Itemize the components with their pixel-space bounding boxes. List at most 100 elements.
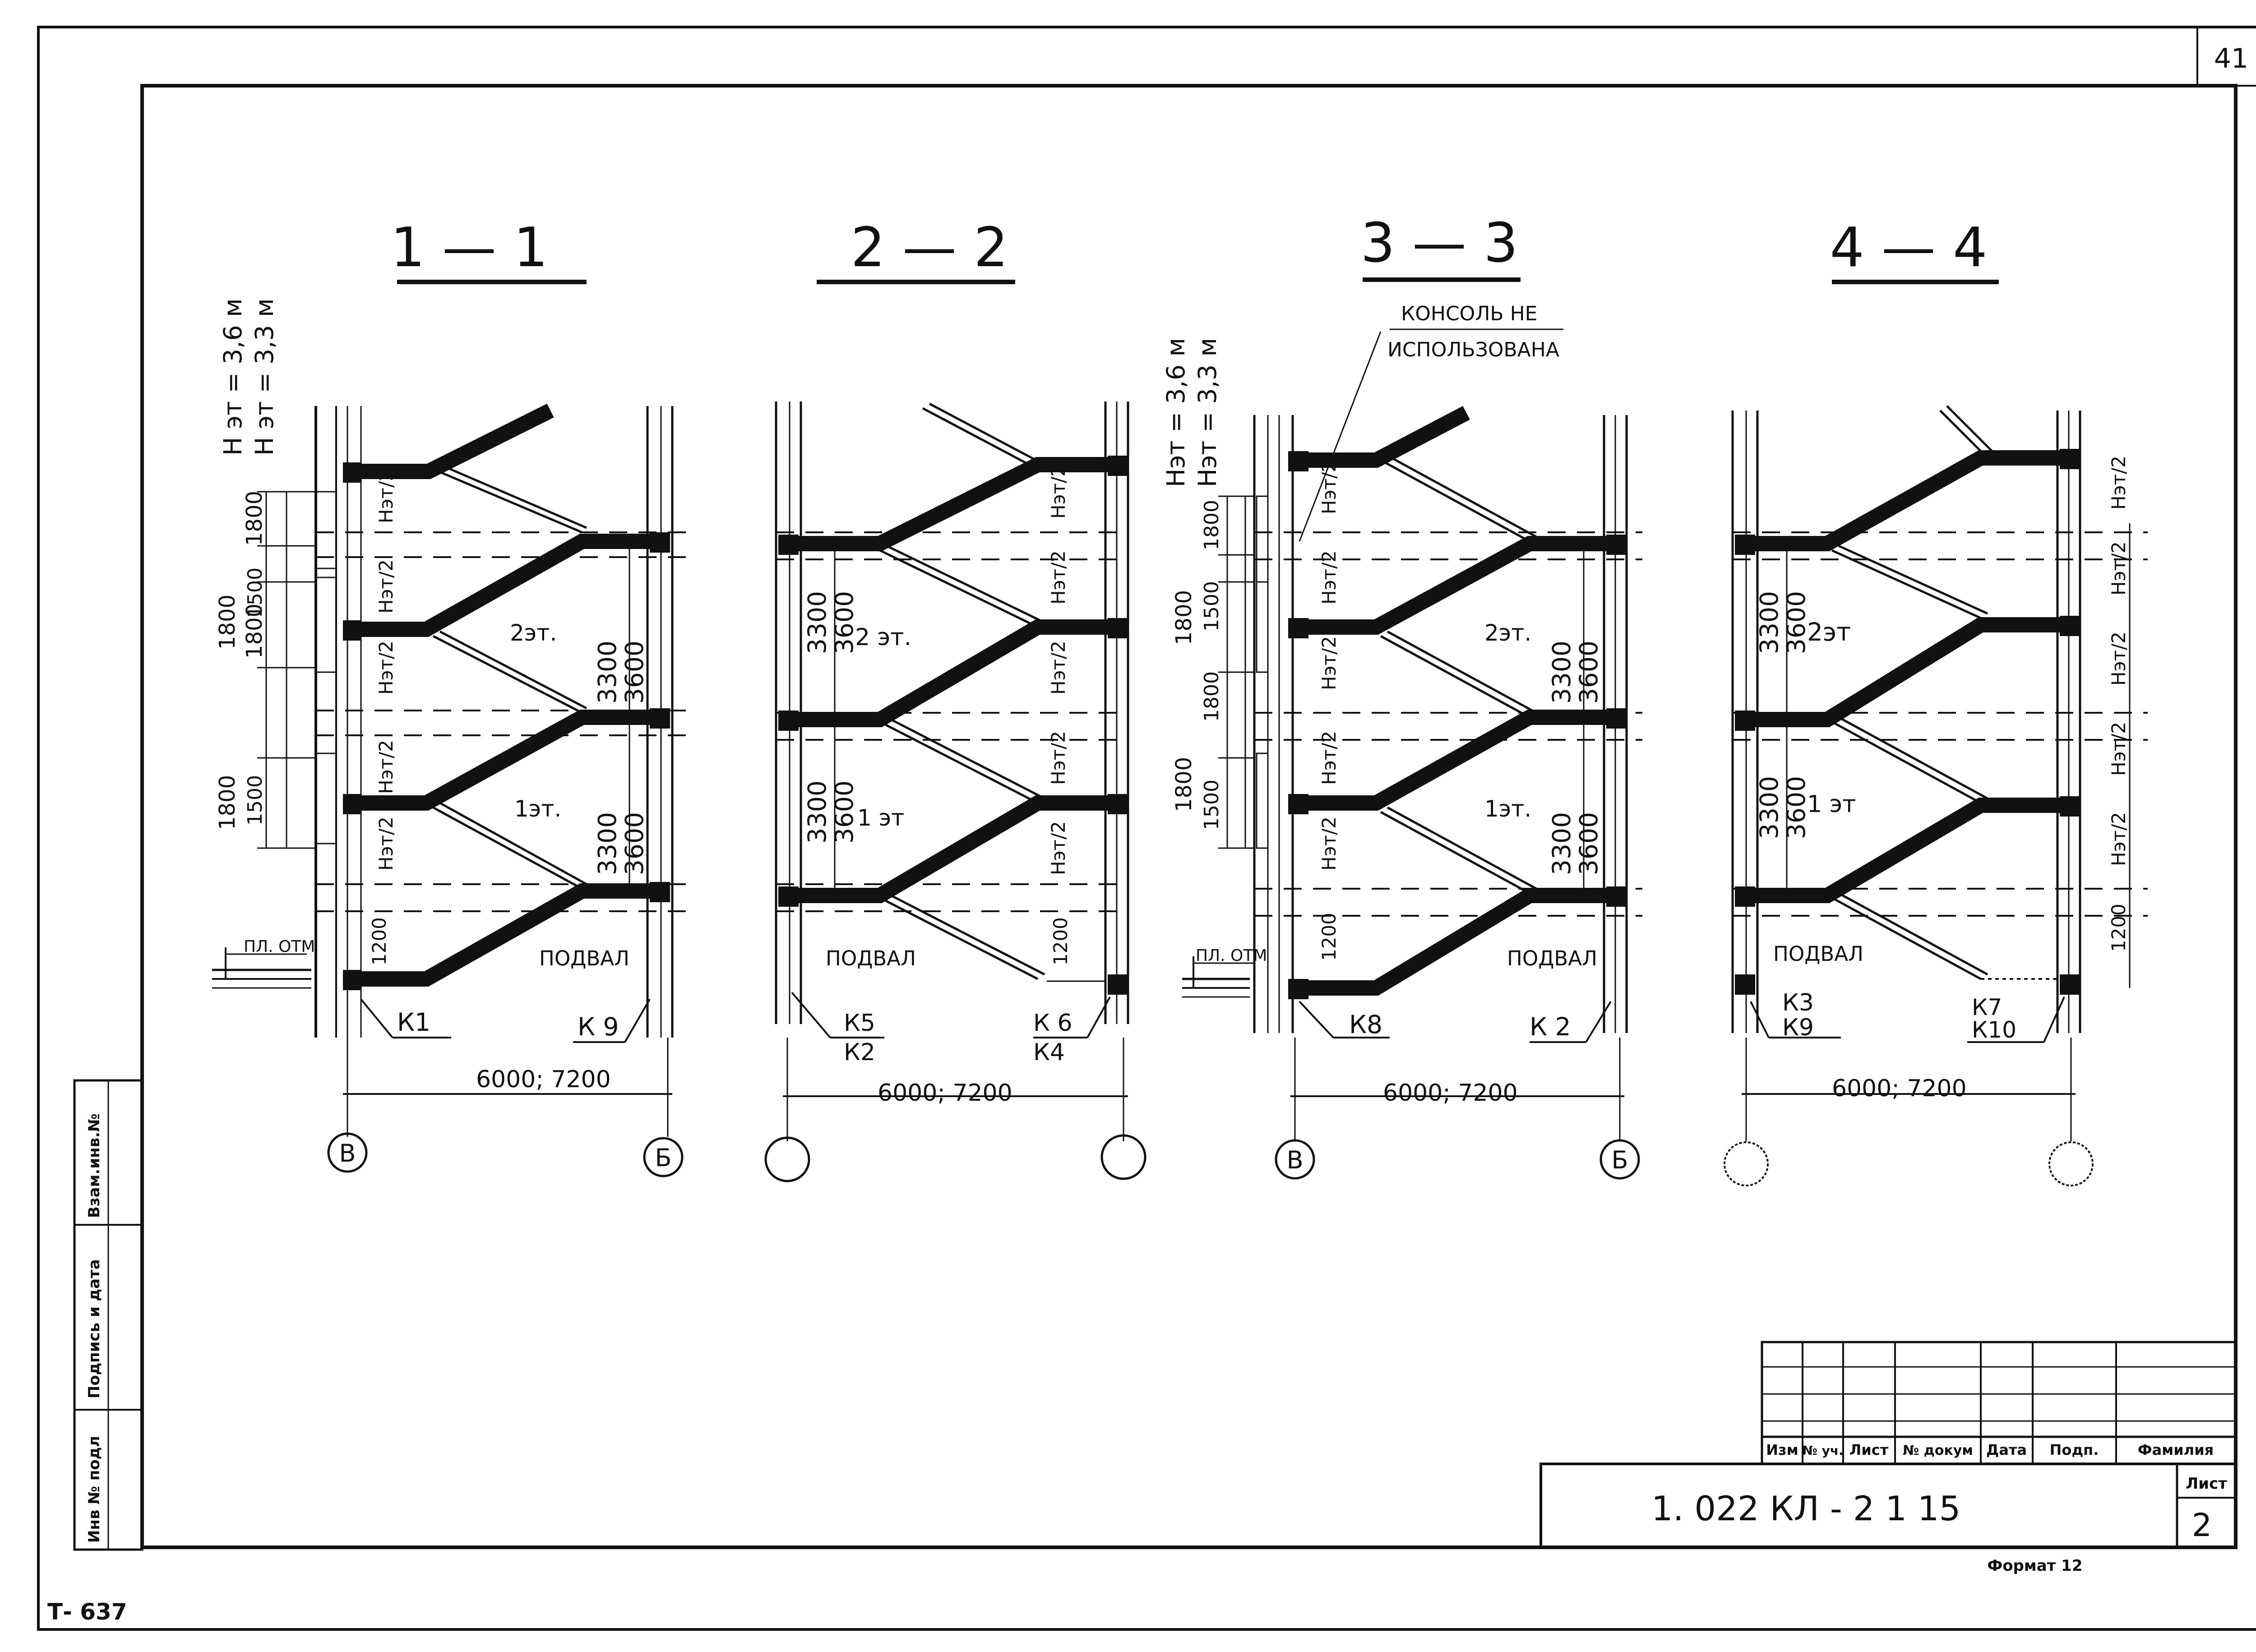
half-height-label: Нэт/2 xyxy=(1318,731,1340,785)
axis-bubble: В xyxy=(339,1139,356,1167)
dim-label: 1500 xyxy=(1200,780,1223,830)
half-height-label: Нэт/2 xyxy=(2108,456,2130,510)
dim-label: 1200 xyxy=(1049,917,1072,965)
floor-dim: 3600 xyxy=(1782,776,1811,839)
half-height-label: Нэт/2 xyxy=(2108,722,2130,776)
header-cell: Дата xyxy=(1986,1441,2027,1458)
floor-dim: 3300 xyxy=(803,780,832,844)
section-2-2: 2 — 2 xyxy=(764,217,1146,1182)
doc-code: 1. 022 КЛ - 2 1 15 xyxy=(1651,1489,1960,1528)
floor-dim: 3300 xyxy=(1547,812,1576,875)
dim-label: 1800 xyxy=(215,775,240,830)
height-note: Нэт = 3,3 м xyxy=(1193,338,1222,487)
dim-label: 1500 xyxy=(1200,581,1223,632)
floor-dim: 3300 xyxy=(1547,641,1576,704)
dim-label: 1500 xyxy=(244,568,267,618)
side-stamp: Инв № подл Подпись и дата Взам.инв.№ xyxy=(73,1079,143,1551)
half-height-label: Нэт/2 xyxy=(2108,541,2130,595)
axis-bubble: Б xyxy=(1611,1146,1628,1174)
ground-label: ПЛ. ОТМ xyxy=(1196,946,1267,965)
floor-dim: 3600 xyxy=(830,780,859,844)
section-4-4: 4 — 4 xyxy=(1724,217,2148,1186)
section-3-3: 3 — 3 КОНСОЛЬ НЕ ИСПОЛЬЗОВАНА Нэт = 3,6 … xyxy=(1161,212,1642,1180)
height-note: Н эт = 3,3 м xyxy=(250,298,279,456)
header-cell: Изм xyxy=(1766,1441,1798,1458)
sheet-number-top: 41 xyxy=(2214,43,2248,74)
column-mark: К10 xyxy=(1972,1017,2016,1043)
stamp-label: Инв № подл xyxy=(85,1436,103,1543)
dim-label: 1500 xyxy=(244,775,267,826)
dim-label: 1800 xyxy=(242,491,267,546)
height-note: Н эт = 3,6 м xyxy=(218,298,247,456)
dim-label: 1800 xyxy=(242,604,267,659)
floor-dim: 3600 xyxy=(620,641,649,704)
dim-label: 1800 xyxy=(1200,500,1223,550)
half-height-label: Нэт/2 xyxy=(2108,632,2130,686)
dim-label: 1200 xyxy=(368,917,390,965)
floor-label: 1 эт xyxy=(1807,791,1856,818)
axis-bubble: Б xyxy=(655,1144,671,1172)
basement-label: ПОДВАЛ xyxy=(1773,942,1863,966)
title-block: Изм № уч. Лист № докум Дата Подп. Фамили… xyxy=(1539,1341,2237,1575)
column-mark: К3 xyxy=(1782,989,1814,1016)
column-mark: К1 xyxy=(397,1008,430,1037)
half-height-label: Нэт/2 xyxy=(1318,817,1340,871)
height-note: Нэт = 3,6 м xyxy=(1161,338,1190,487)
dim-label: 1800 xyxy=(1200,671,1223,722)
half-height-label: Нэт/2 xyxy=(1047,731,1069,785)
inner-frame xyxy=(140,84,2238,1549)
half-height-label: Нэт/2 xyxy=(1318,460,1340,514)
floor-dim: 3300 xyxy=(1755,776,1784,839)
format-label: Формат 12 xyxy=(1987,1557,2082,1575)
column-mark: К 6 xyxy=(1033,1010,1073,1037)
header-cell: Лист xyxy=(1849,1441,1889,1458)
basement-label: ПОДВАЛ xyxy=(539,946,629,970)
sheet-value: 2 xyxy=(2192,1507,2212,1544)
dim-label: 1800 xyxy=(215,595,240,650)
floor-dim: 3600 xyxy=(830,591,859,654)
half-height-label: Нэт/2 xyxy=(1047,465,1069,519)
note-line: ИСПОЛЬЗОВАНА xyxy=(1387,338,1559,361)
column-mark: К7 xyxy=(1972,994,2002,1020)
floor-label: 1эт. xyxy=(514,796,561,822)
span-dim: 6000; 7200 xyxy=(878,1080,1012,1107)
half-height-label: Нэт/2 xyxy=(1047,550,1069,605)
floor-label: 1эт. xyxy=(1484,796,1531,822)
axis-bubble: В xyxy=(1286,1146,1303,1174)
section-title: 1 — 1 xyxy=(391,217,548,279)
corner-code: Т- 637 xyxy=(47,1599,127,1625)
section-1-1: 1 — 1 Н эт = 3,6 м Н эт = 3,3 м xyxy=(212,217,695,1177)
half-height-label: Нэт/2 xyxy=(1318,550,1340,605)
floor-label: 2эт. xyxy=(510,620,557,646)
floor-dim: 3300 xyxy=(1755,591,1784,654)
floor-dim: 3600 xyxy=(1782,591,1811,654)
section-title: 2 — 2 xyxy=(851,217,1008,279)
header-cell: Подп. xyxy=(2050,1441,2099,1458)
column-mark: К 2 xyxy=(1530,1012,1571,1041)
section-title: 4 — 4 xyxy=(1830,217,1988,279)
half-height-label: Нэт/2 xyxy=(2108,812,2130,866)
note-line: КОНСОЛЬ НЕ xyxy=(1401,302,1537,325)
header-cell: № уч. xyxy=(1802,1443,1844,1458)
span-dim: 6000; 7200 xyxy=(476,1066,611,1093)
column-mark: К 9 xyxy=(578,1012,619,1041)
column-mark: К8 xyxy=(1349,1010,1382,1039)
stamp-label: Взам.инв.№ xyxy=(85,1113,103,1218)
header-cell: № докум xyxy=(1903,1443,1973,1458)
basement-label: ПОДВАЛ xyxy=(1507,946,1597,970)
half-height-label: Нэт/2 xyxy=(1047,641,1069,695)
span-dim: 6000; 7200 xyxy=(1832,1075,1967,1102)
floor-label: 2эт xyxy=(1807,618,1851,646)
floor-dim: 3600 xyxy=(620,812,649,875)
half-height-label: Нэт/2 xyxy=(1318,636,1340,690)
section-title: 3 — 3 xyxy=(1361,212,1518,275)
column-mark: К5 xyxy=(844,1010,875,1037)
half-height-label: Нэт/2 xyxy=(375,641,397,695)
floor-dim: 3300 xyxy=(803,591,832,654)
half-height-label: Нэт/2 xyxy=(375,817,397,871)
half-height-label: Нэт/2 xyxy=(375,559,397,614)
dim-label: 1200 xyxy=(1318,913,1340,961)
sheet-number-box xyxy=(2196,26,2256,87)
dim-label: 1800 xyxy=(1171,590,1197,645)
